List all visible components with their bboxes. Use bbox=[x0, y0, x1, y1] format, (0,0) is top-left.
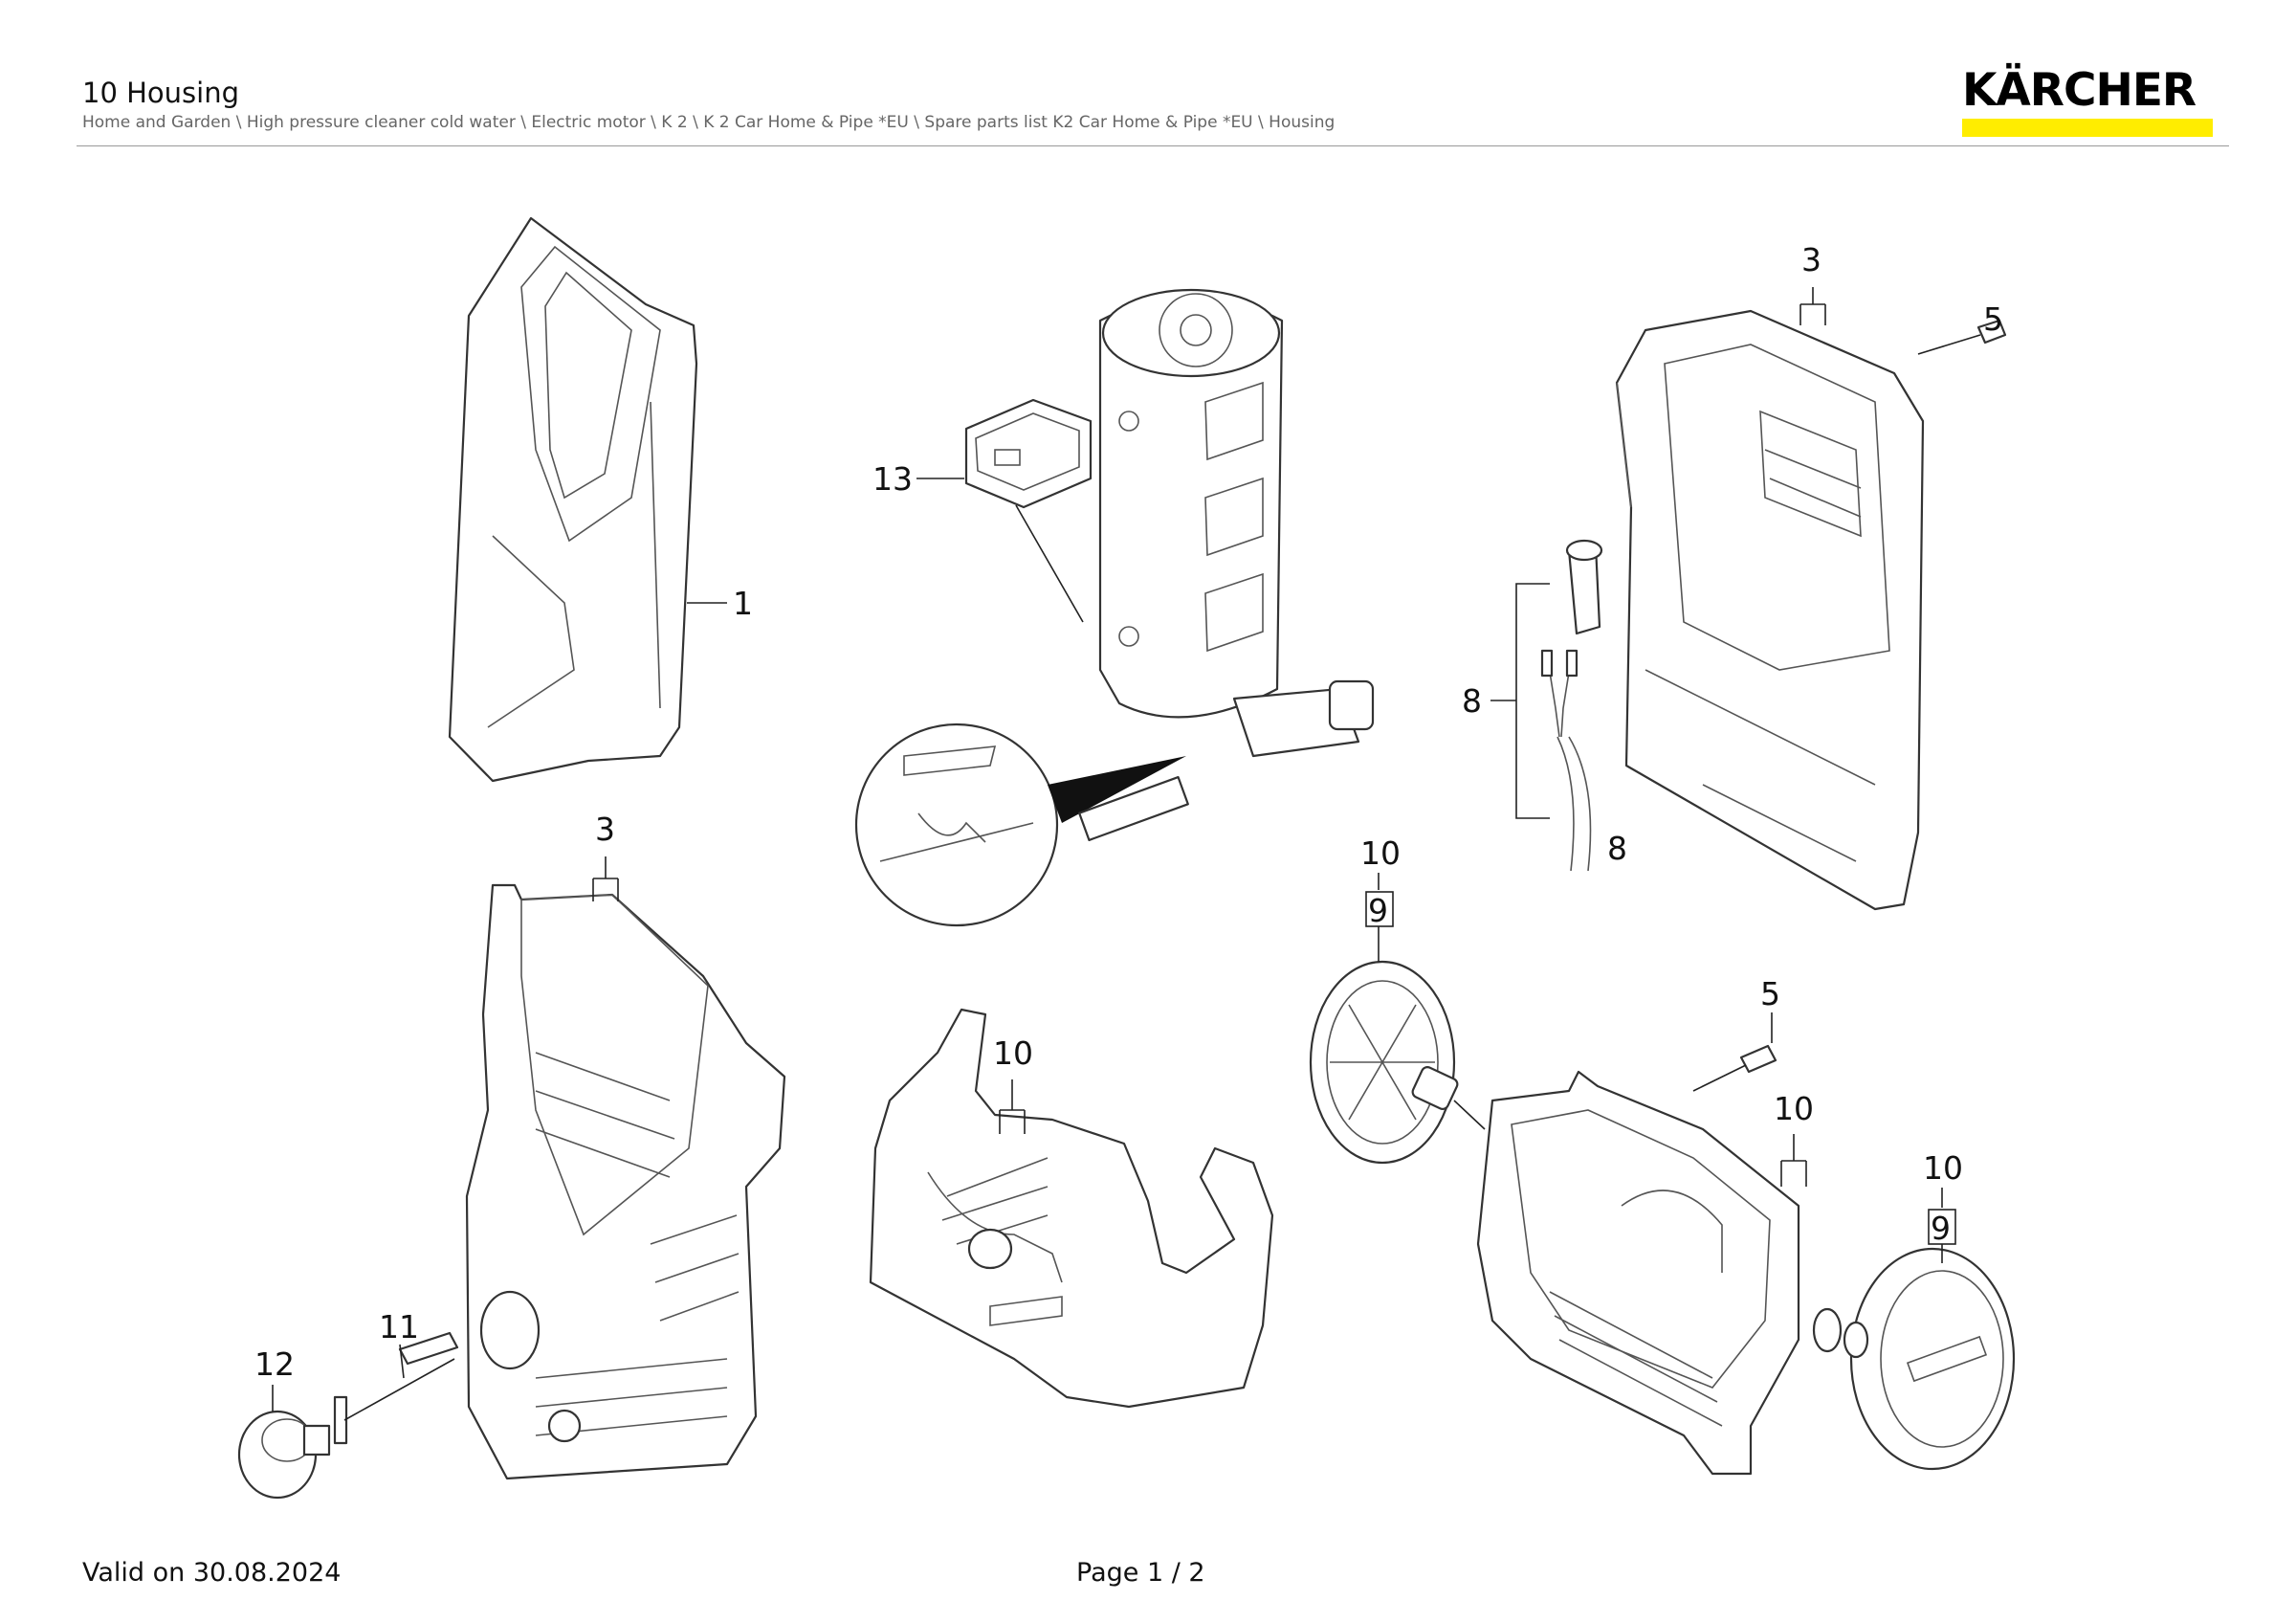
label-9-bottom: 9 bbox=[1931, 1210, 1951, 1247]
part-8-cable bbox=[1540, 539, 1603, 872]
karcher-logo: KÄRCHER bbox=[1962, 67, 2215, 137]
label-part-12: 12 bbox=[254, 1345, 295, 1412]
header-divider bbox=[77, 145, 2229, 146]
part-10-wheel-top bbox=[1309, 960, 1486, 1165]
label-part-10-9-bottom: 10 9 bbox=[1923, 1149, 1963, 1263]
logo-wordmark: KÄRCHER bbox=[1962, 64, 2197, 117]
part-5-screw-top: 5 bbox=[1917, 300, 2007, 355]
label-part-8: 8 8 bbox=[1462, 583, 1627, 867]
label-3-front: 3 bbox=[595, 811, 615, 848]
part-1-front-cover bbox=[448, 216, 698, 783]
label-8-bracket: 8 bbox=[1462, 682, 1482, 720]
label-11: 11 bbox=[379, 1308, 419, 1345]
label-10-wheel-top: 10 bbox=[1360, 834, 1401, 872]
label-13: 13 bbox=[872, 460, 913, 498]
part-13-switch bbox=[964, 398, 1093, 509]
label-part-3-rear: 3 bbox=[1799, 241, 1826, 325]
label-5-top: 5 bbox=[1983, 300, 2003, 338]
label-part-10-lower: 10 bbox=[993, 1034, 1033, 1134]
part-11-clip bbox=[333, 1331, 459, 1445]
label-part-1: 1 bbox=[687, 585, 753, 622]
part-3-front-housing bbox=[465, 883, 786, 1480]
label-3-rear: 3 bbox=[1801, 241, 1821, 278]
label-10-wheel-bottom: 10 bbox=[1923, 1149, 1963, 1187]
breadcrumb: Home and Garden \ High pressure cleaner … bbox=[82, 113, 1336, 132]
label-1: 1 bbox=[733, 585, 753, 622]
label-5-bottom: 5 bbox=[1760, 975, 1780, 1012]
label-part-10-9-top: 10 9 bbox=[1360, 834, 1401, 962]
label-8-cable: 8 bbox=[1607, 830, 1627, 867]
part-5-screw-bottom: 5 bbox=[1692, 975, 1780, 1092]
part-3-rear-housing bbox=[1615, 309, 1925, 911]
part-10-chassis-frame bbox=[1476, 1070, 1843, 1476]
label-9-top: 9 bbox=[1368, 892, 1388, 929]
label-part-11: 11 bbox=[379, 1308, 419, 1379]
label-part-13: 13 bbox=[872, 460, 1084, 623]
label-part-10-frame: 10 bbox=[1774, 1090, 1814, 1187]
page-number: Page 1 / 2 bbox=[1076, 1558, 1205, 1588]
label-10-lower: 10 bbox=[993, 1034, 1033, 1072]
page-title: 10 Housing bbox=[82, 77, 240, 109]
part-10-wheel-bottom bbox=[1843, 1247, 2016, 1471]
logo-yellow-bar bbox=[1962, 119, 2213, 137]
label-part-3-front: 3 bbox=[592, 811, 619, 901]
part-10-base-tray bbox=[869, 1008, 1274, 1409]
part-12-knob bbox=[237, 1410, 331, 1500]
motor-pump-assembly bbox=[1098, 288, 1375, 758]
label-12: 12 bbox=[254, 1345, 295, 1383]
label-10-frame: 10 bbox=[1774, 1090, 1814, 1127]
detail-magnifier bbox=[854, 723, 1189, 927]
valid-date: Valid on 30.08.2024 bbox=[82, 1558, 342, 1588]
